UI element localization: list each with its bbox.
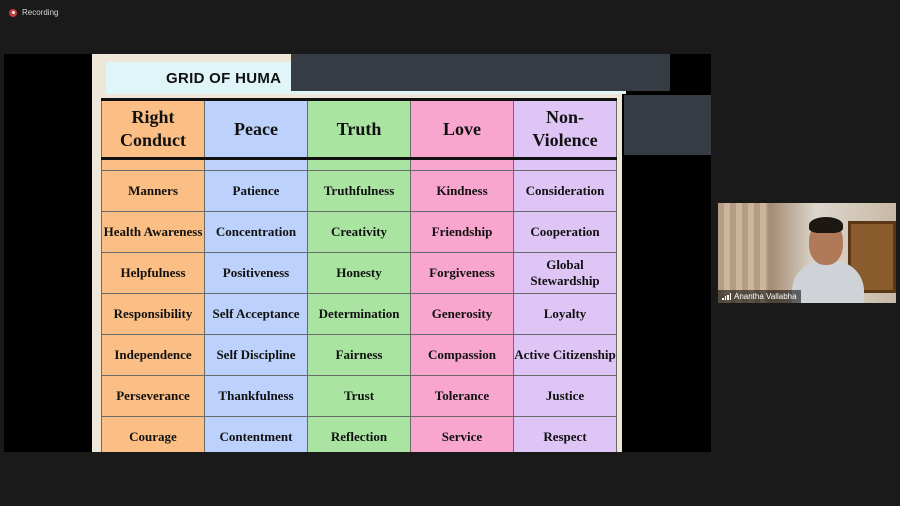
participant-video[interactable]: Anantha Vallabha	[718, 203, 896, 303]
value-cell: Contentment	[204, 416, 308, 452]
header-love: Love	[410, 98, 514, 160]
participant-name: Anantha Vallabha	[734, 292, 797, 301]
value-cell: Responsibility	[101, 293, 205, 335]
value-cell: Cooperation	[513, 211, 617, 253]
shared-screen: GRID OF HUMA Right Conduct Peace Truth L…	[4, 54, 711, 452]
participant-name-tag: Anantha Vallabha	[718, 290, 801, 303]
value-cell: Friendship	[410, 211, 514, 253]
value-cell: Kindness	[410, 170, 514, 212]
value-cell: Global Stewardship	[513, 252, 617, 294]
header-row: Right Conduct Peace Truth Love Non-Viole…	[101, 98, 617, 160]
value-cell: Loyalty	[513, 293, 617, 335]
value-cell: Fairness	[307, 334, 411, 376]
header-right-conduct: Right Conduct	[101, 98, 205, 160]
value-cell: Health Awareness	[101, 211, 205, 253]
value-cell: Trust	[307, 375, 411, 417]
value-cell: Generosity	[410, 293, 514, 335]
value-cell: Active Citizenship	[513, 334, 617, 376]
value-cell: Patience	[204, 170, 308, 212]
signal-bars-icon	[722, 293, 731, 300]
header-truth: Truth	[307, 98, 411, 160]
record-icon	[9, 8, 17, 17]
spacer-cell	[307, 158, 411, 171]
value-cell: Self Discipline	[204, 334, 308, 376]
recording-label: Recording	[22, 8, 59, 17]
screen-overlay-side	[624, 95, 711, 155]
value-cell: Manners	[101, 170, 205, 212]
value-cell: Perseverance	[101, 375, 205, 417]
value-cell: Justice	[513, 375, 617, 417]
value-cell: Self Acceptance	[204, 293, 308, 335]
value-cell: Courage	[101, 416, 205, 452]
value-cell: Helpfulness	[101, 252, 205, 294]
value-cell: Tolerance	[410, 375, 514, 417]
recording-indicator[interactable]: Recording	[9, 8, 58, 17]
value-cell: Thankfulness	[204, 375, 308, 417]
screen-overlay-top	[291, 54, 670, 91]
value-cell: Honesty	[307, 252, 411, 294]
participant-body	[792, 261, 864, 303]
value-cell: Forgiveness	[410, 252, 514, 294]
value-cell: Determination	[307, 293, 411, 335]
value-cell: Compassion	[410, 334, 514, 376]
header-peace: Peace	[204, 98, 308, 160]
value-cell: Consideration	[513, 170, 617, 212]
participant-hair	[809, 217, 843, 233]
value-cell: Creativity	[307, 211, 411, 253]
background-curtain	[718, 203, 768, 303]
values-grid: Right Conduct Peace Truth Love Non-Viole…	[101, 98, 617, 452]
value-cell: Reflection	[307, 416, 411, 452]
value-cell: Respect	[513, 416, 617, 452]
value-cell: Independence	[101, 334, 205, 376]
spacer-cell	[204, 158, 308, 171]
value-cell: Concentration	[204, 211, 308, 253]
value-cell: Truthfulness	[307, 170, 411, 212]
presentation-slide: GRID OF HUMA Right Conduct Peace Truth L…	[92, 54, 626, 452]
value-cell: Service	[410, 416, 514, 452]
spacer-cell	[513, 158, 617, 171]
header-spacer-row	[101, 158, 617, 171]
spacer-cell	[101, 158, 205, 171]
value-cell: Positiveness	[204, 252, 308, 294]
header-non-violence: Non-Violence	[513, 98, 617, 160]
spacer-cell	[410, 158, 514, 171]
